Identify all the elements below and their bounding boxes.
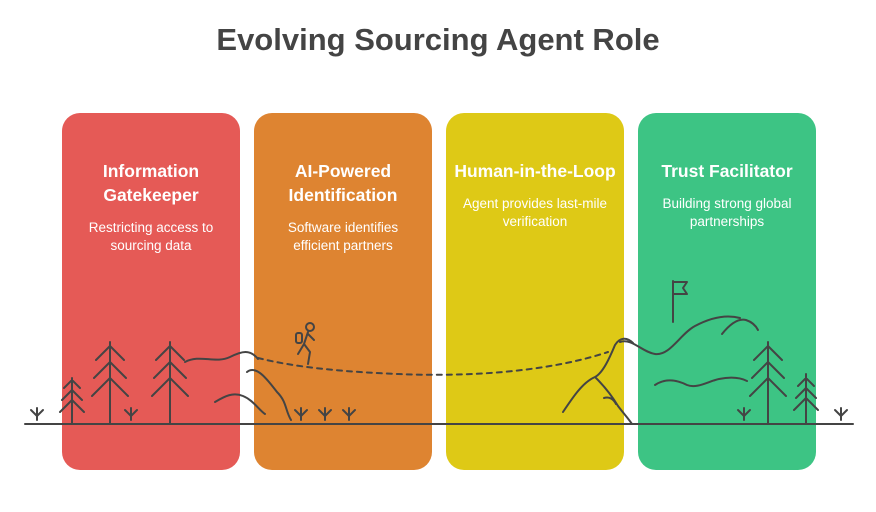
flag-icon: [672, 280, 688, 323]
hill: [603, 396, 617, 405]
mountain: [595, 377, 633, 425]
hill: [184, 351, 259, 363]
page-title: Evolving Sourcing Agent Role: [216, 22, 660, 57]
dashed-trail: [257, 351, 609, 376]
hill: [214, 393, 266, 415]
stage-card-information-gatekeeper: Information Gatekeeper Restricting acces…: [62, 113, 240, 470]
stage-description: Agent provides last-mile verification: [462, 196, 608, 229]
stage-description: Building strong global partnerships: [662, 196, 792, 229]
stage-title: Trust Facilitator: [661, 161, 793, 181]
mountain: [619, 315, 741, 356]
mountain: [721, 318, 759, 335]
stage-card-human-in-the-loop: Human-in-the-Loop Agent provides last-mi…: [446, 113, 624, 470]
stage-title: Human-in-the-Loop: [454, 161, 616, 181]
hill: [246, 369, 292, 421]
grass-icon: [30, 407, 848, 421]
stage-title: AI-Powered Identification: [288, 161, 398, 205]
hill: [654, 376, 748, 388]
tree-icon: [59, 341, 819, 425]
stage-title: Information Gatekeeper: [102, 161, 200, 205]
stage-description: Software identifies efficient partners: [287, 220, 399, 253]
hiker-icon: [295, 322, 315, 365]
stage-card-trust-facilitator: Trust Facilitator Building strong global…: [638, 113, 816, 470]
mountain: [562, 337, 634, 413]
stage-description: Restricting access to sourcing data: [88, 220, 214, 253]
